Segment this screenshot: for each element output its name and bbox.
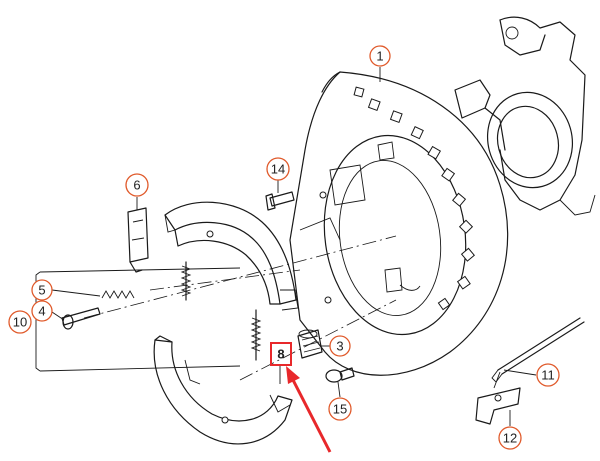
spring-lower (250, 309, 262, 361)
steering-knuckle (454, 16, 596, 216)
callout-5: 5 (31, 279, 53, 301)
callout-6-label: 6 (133, 178, 140, 193)
callout-10-label: 10 (13, 315, 27, 330)
spring-part-5 (101, 290, 135, 299)
brake-shoe-upper (164, 201, 299, 311)
bolt-15 (325, 367, 355, 383)
parking-brake-cable (491, 317, 585, 383)
callout-1: 1 (369, 45, 391, 67)
brake-shoe-lower (153, 335, 293, 445)
callout-6: 6 (125, 173, 149, 197)
callout-5-label: 5 (38, 283, 45, 298)
spring-upper (180, 261, 192, 301)
bolt-14 (265, 191, 295, 211)
callout-14-label: 14 (271, 162, 285, 177)
callout-11-label: 11 (541, 368, 555, 383)
callout-4: 4 (31, 300, 53, 322)
callout-11: 11 (536, 363, 560, 387)
adjuster-wheel (297, 329, 323, 359)
callout-1-label: 1 (376, 49, 383, 64)
callout-15-label: 15 (333, 402, 347, 417)
callout-15: 15 (328, 397, 352, 421)
hold-down-pin (61, 307, 101, 330)
backing-plate-slots (353, 86, 475, 311)
backing-plate (289, 71, 509, 376)
callout-12-label: 12 (503, 431, 517, 446)
callout-10: 10 (8, 310, 32, 334)
callout-12: 12 (498, 426, 522, 450)
callout-4-label: 4 (38, 304, 45, 319)
assembly-centerlines (83, 235, 397, 381)
callout-3-label: 3 (336, 339, 343, 354)
group-bracket (35, 267, 241, 372)
callout-8-highlight-box (270, 342, 292, 366)
callout-leaders (51, 67, 537, 426)
callout-8: 8 (270, 342, 292, 366)
hold-down-clip (127, 207, 149, 273)
callout-3: 3 (329, 335, 351, 357)
callout-14: 14 (266, 157, 290, 181)
cable-bracket (475, 371, 521, 425)
red-pointer-arrow (286, 366, 332, 453)
callout-8-label: 8 (277, 347, 284, 362)
